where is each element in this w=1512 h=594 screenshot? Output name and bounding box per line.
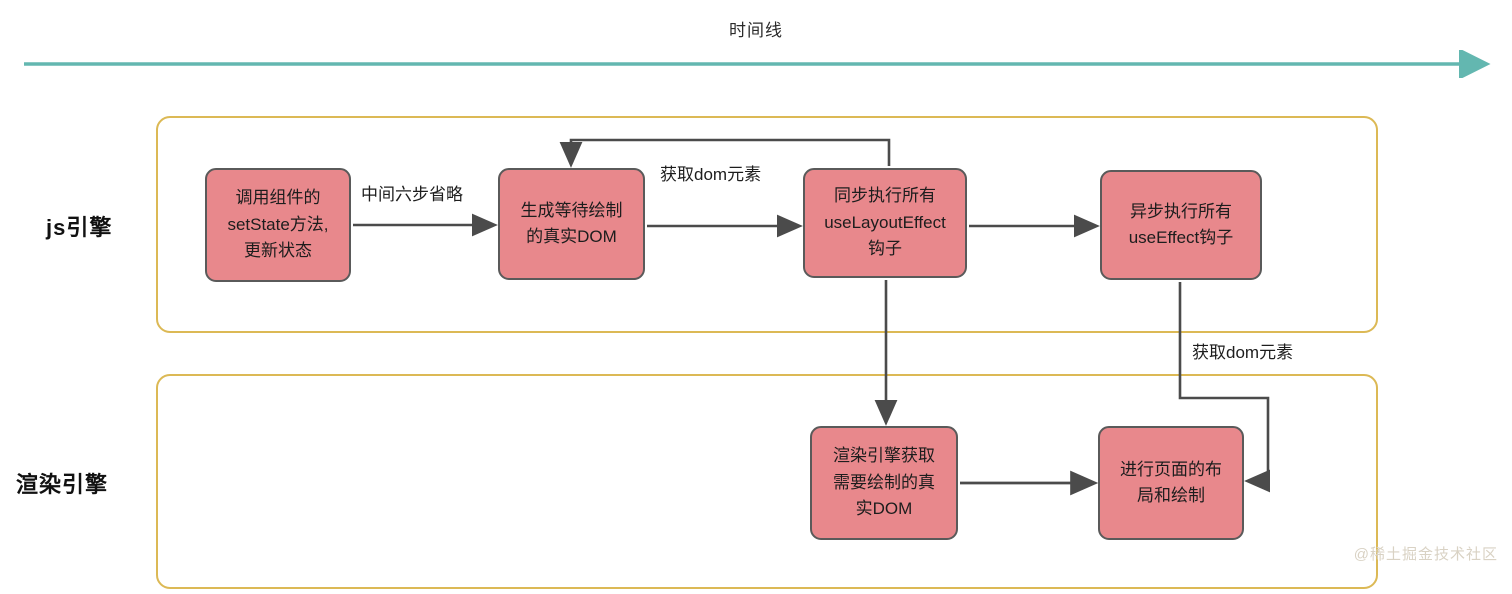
node-line: 生成等待绘制 <box>520 200 623 220</box>
timeline-arrow <box>24 50 1491 78</box>
node-layout-and-paint[interactable]: 进行页面的布 局和绘制 <box>1098 426 1244 540</box>
node-line: 需要绘制的真 <box>833 472 935 492</box>
node-line: 同步执行所有 <box>834 186 936 206</box>
edge-useeffect-to-layout-paint <box>1178 282 1271 493</box>
lane-label-render-engine: 渲染引擎 <box>16 472 109 497</box>
node-call-setstate[interactable]: 调用组件的 setState方法, 更新状态 <box>205 168 351 282</box>
node-run-useeffect[interactable]: 异步执行所有 useEffect钩子 <box>1100 170 1262 280</box>
node-render-engine-get-dom[interactable]: 渲染引擎获取 需要绘制的真 实DOM <box>810 426 958 540</box>
node-line: 钩子 <box>868 239 902 259</box>
edge-label-skip-steps: 中间六步省略 <box>358 180 466 205</box>
timeline-title: 时间线 <box>729 21 783 40</box>
node-line: 的真实DOM <box>526 227 617 246</box>
lane-label-js-engine: js引擎 <box>46 215 113 240</box>
node-line: 局和绘制 <box>1137 486 1205 505</box>
node-line: 异步执行所有 <box>1130 201 1232 221</box>
lane-container-js-engine <box>156 116 1378 333</box>
node-line: 实DOM <box>855 499 913 519</box>
edge-label-get-dom-top: 获取dom元素 <box>657 160 765 185</box>
node-line: 进行页面的布 <box>1120 459 1222 479</box>
node-line: useEffect钩子 <box>1128 228 1234 247</box>
lane-container-render-engine <box>156 374 1378 589</box>
node-line: useLayoutEffect <box>824 212 946 232</box>
node-line: 调用组件的 <box>235 188 321 208</box>
node-line: 渲染引擎获取 <box>833 446 935 466</box>
node-line: 更新状态 <box>244 241 312 261</box>
node-generate-real-dom[interactable]: 生成等待绘制 的真实DOM <box>498 168 645 280</box>
node-line: setState方法, <box>227 214 329 234</box>
watermark: @稀土掘金技术社区 <box>1353 546 1498 563</box>
edge-uselayouteffect-to-realdom-feedback <box>559 138 891 168</box>
node-run-uselayouteffect[interactable]: 同步执行所有 useLayoutEffect 钩子 <box>803 168 967 278</box>
edge-label-get-dom-right: 获取dom元素 <box>1189 338 1297 363</box>
